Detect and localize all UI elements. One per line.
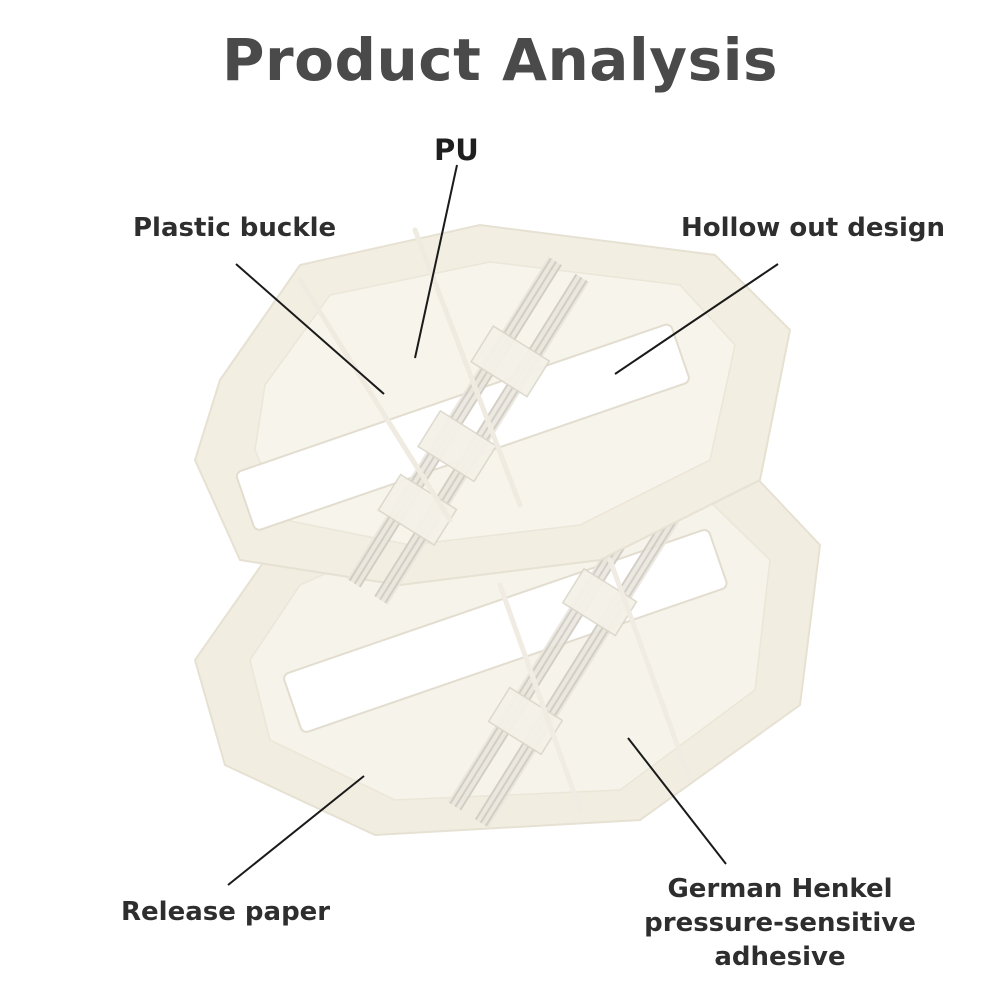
leader-line-hollow-out bbox=[614, 263, 779, 375]
leader-line-release-paper bbox=[227, 775, 365, 886]
leader-line-plastic-buckle bbox=[235, 263, 385, 395]
label-adhesive: German Henkel pressure-sensitive adhesiv… bbox=[644, 874, 916, 972]
lower-zip-strips bbox=[447, 496, 680, 828]
leader-line-adhesive bbox=[627, 737, 727, 865]
label-hollow-out-design: Hollow out design bbox=[681, 213, 945, 243]
label-release-paper: Release paper bbox=[121, 897, 331, 927]
leader-lines bbox=[227, 164, 779, 886]
upper-zip-strips bbox=[347, 256, 590, 605]
label-plastic-buckle: Plastic buckle bbox=[133, 213, 337, 243]
label-pu: PU bbox=[434, 133, 479, 167]
upper-dressing bbox=[193, 223, 792, 605]
page-title: Product Analysis bbox=[222, 26, 778, 94]
leader-line-pu bbox=[414, 164, 458, 359]
